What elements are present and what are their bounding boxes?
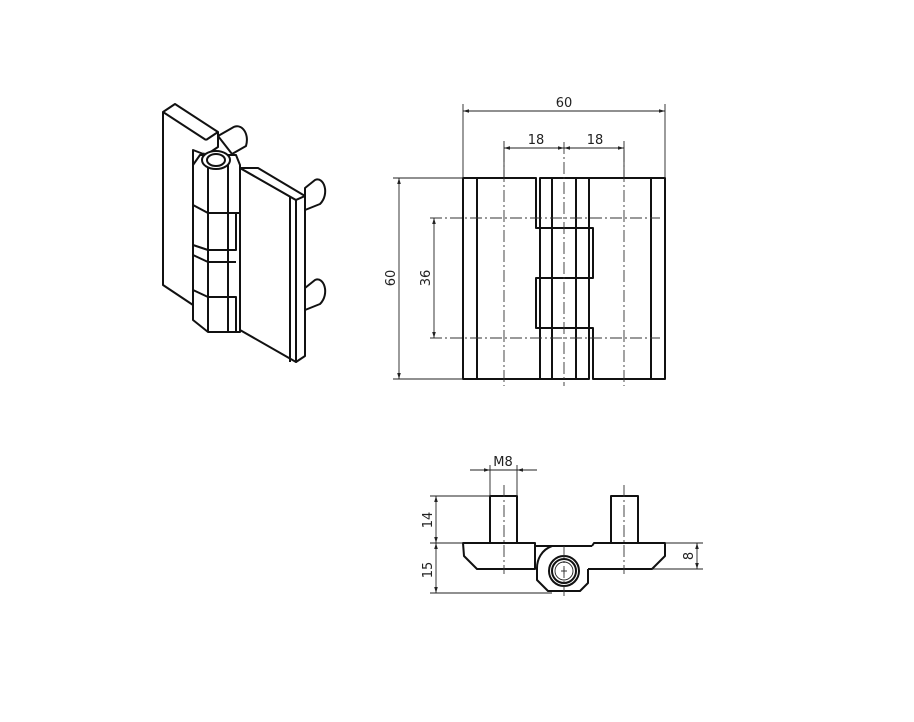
dim-stud-length: 14 bbox=[421, 512, 436, 529]
dim-leaf-thickness: 8 bbox=[682, 552, 697, 560]
dim-overall-width: 60 bbox=[556, 96, 573, 111]
front-view: 60 18 18 60 36 bbox=[384, 96, 666, 386]
isometric-view bbox=[162, 103, 327, 363]
dim-overall-height: 60 bbox=[384, 270, 399, 287]
dim-body-height: 15 bbox=[421, 562, 436, 579]
dim-thread: M8 bbox=[493, 455, 513, 470]
dim-hole-spacing: 36 bbox=[419, 270, 434, 287]
dim-left-offset: 18 bbox=[528, 133, 545, 148]
top-view: M8 14 15 8 bbox=[421, 455, 703, 596]
dim-right-offset: 18 bbox=[587, 133, 604, 148]
